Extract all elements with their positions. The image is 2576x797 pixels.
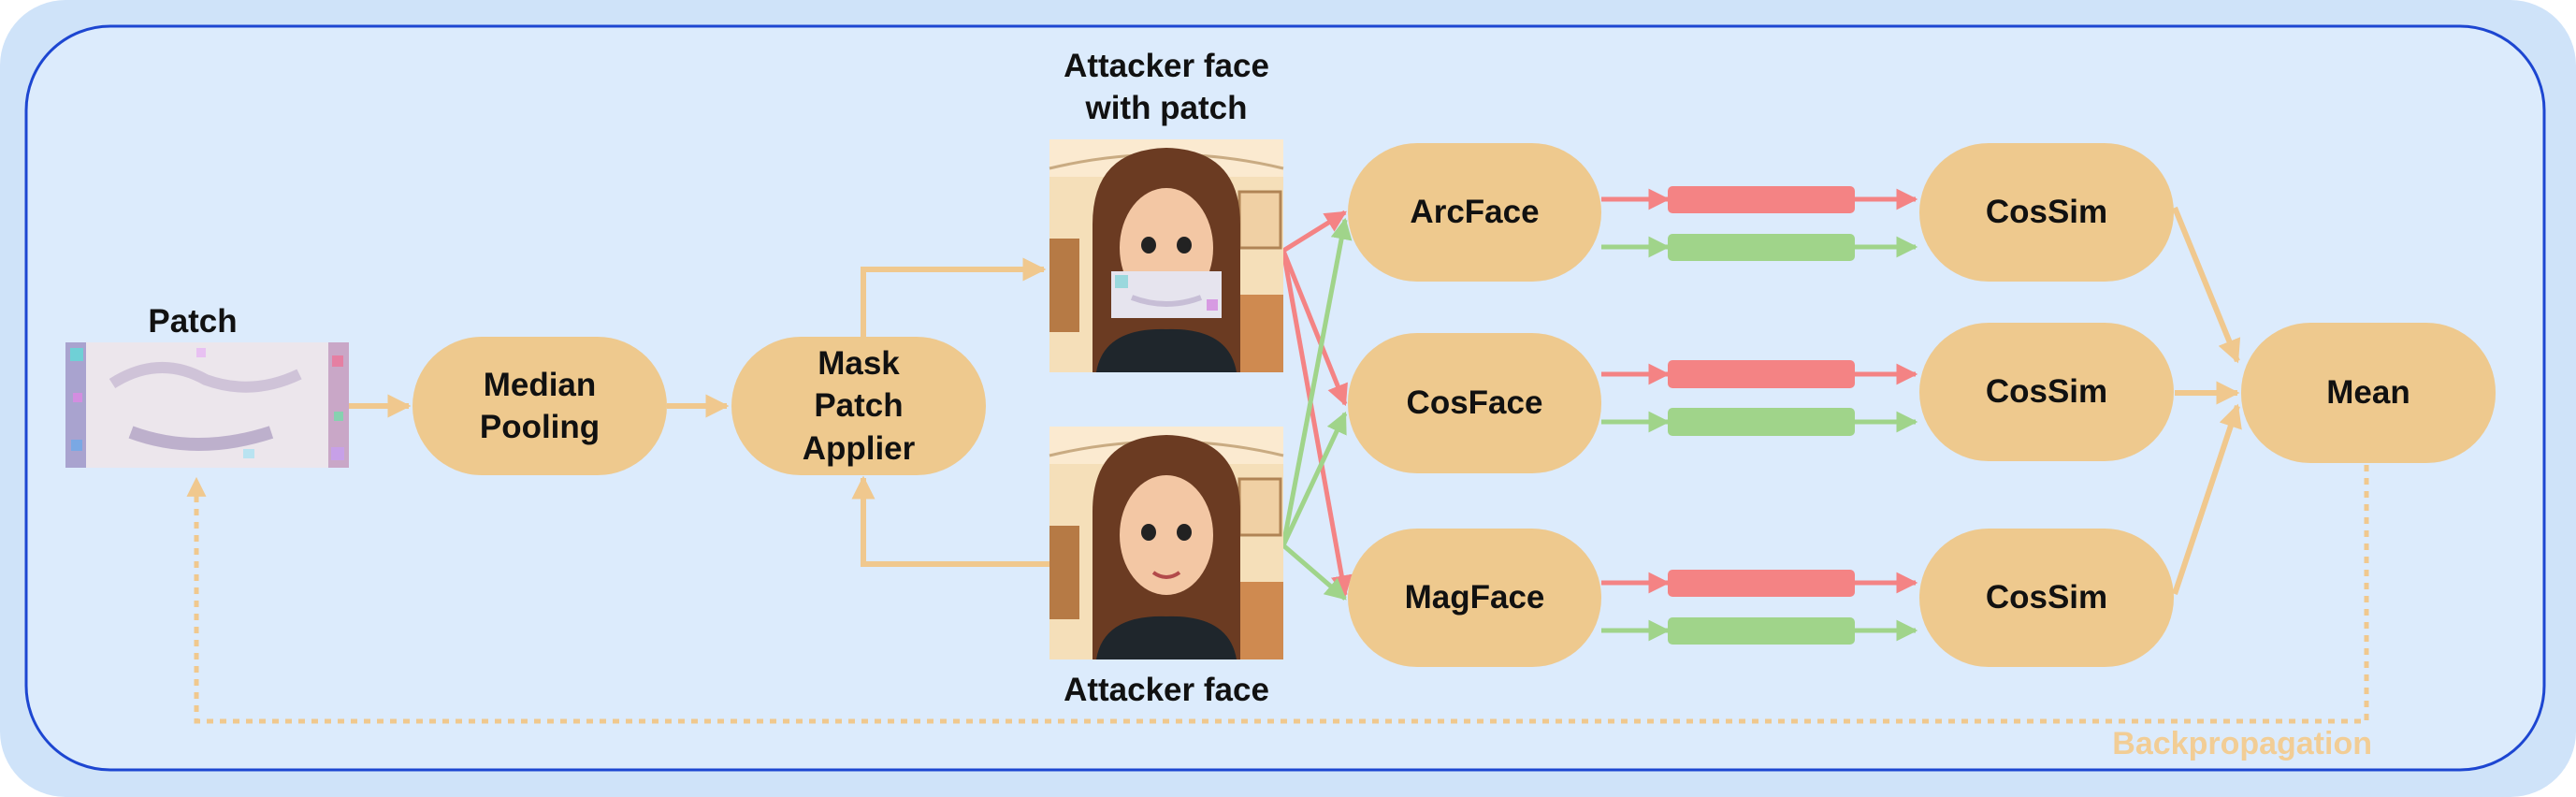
mask-patch-applier-node: Mask Patch Applier	[731, 337, 986, 475]
backpropagation-label: Backpropagation	[2112, 726, 2372, 761]
embedding-bar-green	[1668, 408, 1855, 436]
cossim-node-3: CosSim	[1919, 529, 2174, 667]
backpropagation-arrow	[186, 465, 2369, 724]
arrow-cossim3-to-mean	[2172, 403, 2242, 595]
cosface-node: CosFace	[1348, 333, 1601, 473]
face-label: Attacker face	[1064, 672, 1269, 708]
cossim-node-1: CosSim	[1919, 143, 2174, 282]
patch-image	[65, 342, 349, 468]
green-arrow-to-cosface	[1281, 411, 1348, 547]
face-image	[1049, 427, 1284, 659]
red-arrow-to-magface	[1281, 250, 1353, 598]
arrow-face-to-mask	[851, 475, 1049, 567]
face-with-patch-image	[1049, 139, 1284, 372]
embedding-bar-red	[1668, 570, 1855, 597]
red-arrow-to-cosface	[1281, 250, 1348, 407]
arrow-mask-to-face-with-patch	[861, 257, 1047, 339]
embedding-pair-arcface	[1601, 186, 1918, 261]
embedding-bar-green	[1668, 234, 1855, 261]
arcface-node: ArcFace	[1348, 143, 1601, 282]
mean-node: Mean	[2241, 323, 2496, 463]
green-arrow-to-arcface	[1281, 217, 1353, 546]
embedding-pair-cosface	[1601, 360, 1918, 436]
embedding-bar-green	[1668, 617, 1855, 645]
arrow-cossim1-to-mean	[2172, 206, 2241, 364]
flow-arrows	[349, 206, 2242, 595]
face-with-patch-label: Attacker face with patch	[1064, 48, 1269, 126]
magface-node: MagFace	[1348, 529, 1601, 667]
embedding-arrows	[1601, 186, 1918, 645]
embedding-pair-magface	[1601, 570, 1918, 645]
embedding-bar-red	[1668, 360, 1855, 388]
patch-label: Patch	[148, 303, 238, 340]
green-arrow-to-magface	[1281, 543, 1347, 601]
face-to-model-arrows	[1281, 210, 1353, 601]
embedding-bar-red	[1668, 186, 1855, 213]
median-pooling-node: Median Pooling	[412, 337, 667, 475]
cossim-node-2: CosSim	[1919, 323, 2174, 461]
